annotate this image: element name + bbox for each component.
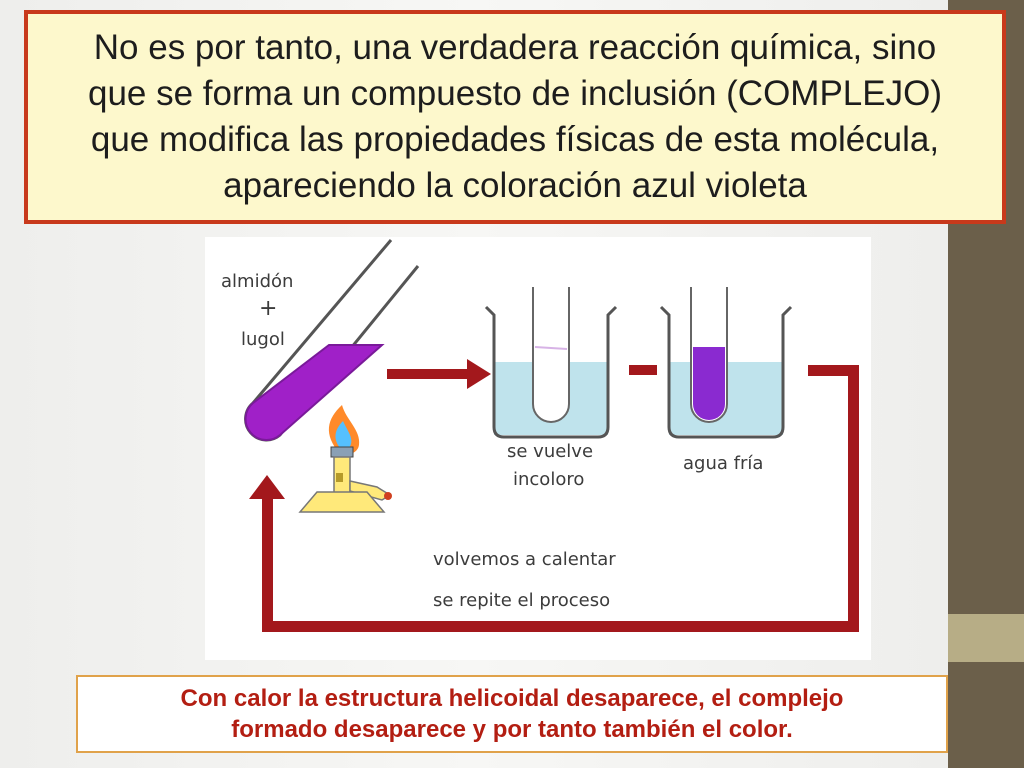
loop-left-segment [262, 495, 273, 632]
footer-line-2: formado desaparece y por tanto también e… [231, 716, 793, 743]
label-loop-line1: volvemos a calentar [433, 549, 616, 570]
burner-air-vent [336, 473, 343, 482]
arrow-head [467, 359, 491, 389]
title-line-4: apareciendo la coloración azul violeta [223, 166, 807, 205]
connector-dash [629, 365, 657, 375]
label-tube-line3: lugol [241, 329, 285, 350]
title-text: No es por tanto, una verdadera reacción … [88, 25, 942, 209]
title-line-2: que se forma un compuesto de inclusión (… [88, 74, 942, 113]
violet-liquid [693, 347, 725, 420]
gas-valve [384, 492, 392, 500]
label-loop-line2: se repite el proceso [433, 590, 610, 611]
loop-top-segment [808, 365, 858, 376]
title-box: No es por tanto, una verdadera reacción … [24, 10, 1006, 224]
label-beaker1-line1: se vuelve [507, 441, 593, 462]
title-line-1: No es por tanto, una verdadera reacción … [93, 28, 937, 67]
burner-cap [330, 446, 354, 458]
flame-inner [335, 421, 352, 450]
test-tube-colorless [532, 287, 570, 423]
beaker2-glass [659, 305, 793, 439]
arrow-to-beaker [387, 359, 491, 389]
loop-arrow-head [249, 475, 285, 499]
return-loop-arrow [249, 365, 859, 632]
beaker-colorless [484, 287, 618, 439]
label-beaker1-line2: incoloro [513, 469, 584, 490]
beaker1-glass [484, 305, 618, 439]
violet-solution [244, 344, 385, 441]
label-tube-plus: + [259, 296, 277, 321]
footer-box: Con calor la estructura helicoidal desap… [76, 675, 948, 753]
title-line-3: que modifica las propiedades físicas de … [90, 120, 940, 159]
side-decoration-accent [948, 614, 1024, 662]
burner-base [298, 491, 386, 513]
loop-bottom-segment [262, 621, 859, 632]
label-tube-line1: almidón [221, 271, 293, 292]
experiment-diagram: almidón + lugol se vuelve incoloro agua … [205, 237, 871, 660]
colorless-liquid-level [534, 346, 568, 350]
diagram-svg: almidón + lugol se vuelve incoloro agua … [221, 239, 859, 632]
label-beaker2: agua fría [683, 453, 763, 474]
tilted-test-tube [244, 239, 420, 442]
arrow-shaft [387, 369, 471, 379]
loop-right-segment [848, 365, 859, 631]
footer-text: Con calor la estructura helicoidal desap… [181, 683, 844, 745]
footer-line-1: Con calor la estructura helicoidal desap… [180, 685, 844, 712]
beaker-cold-water [659, 287, 793, 439]
bunsen-burner [298, 405, 392, 513]
